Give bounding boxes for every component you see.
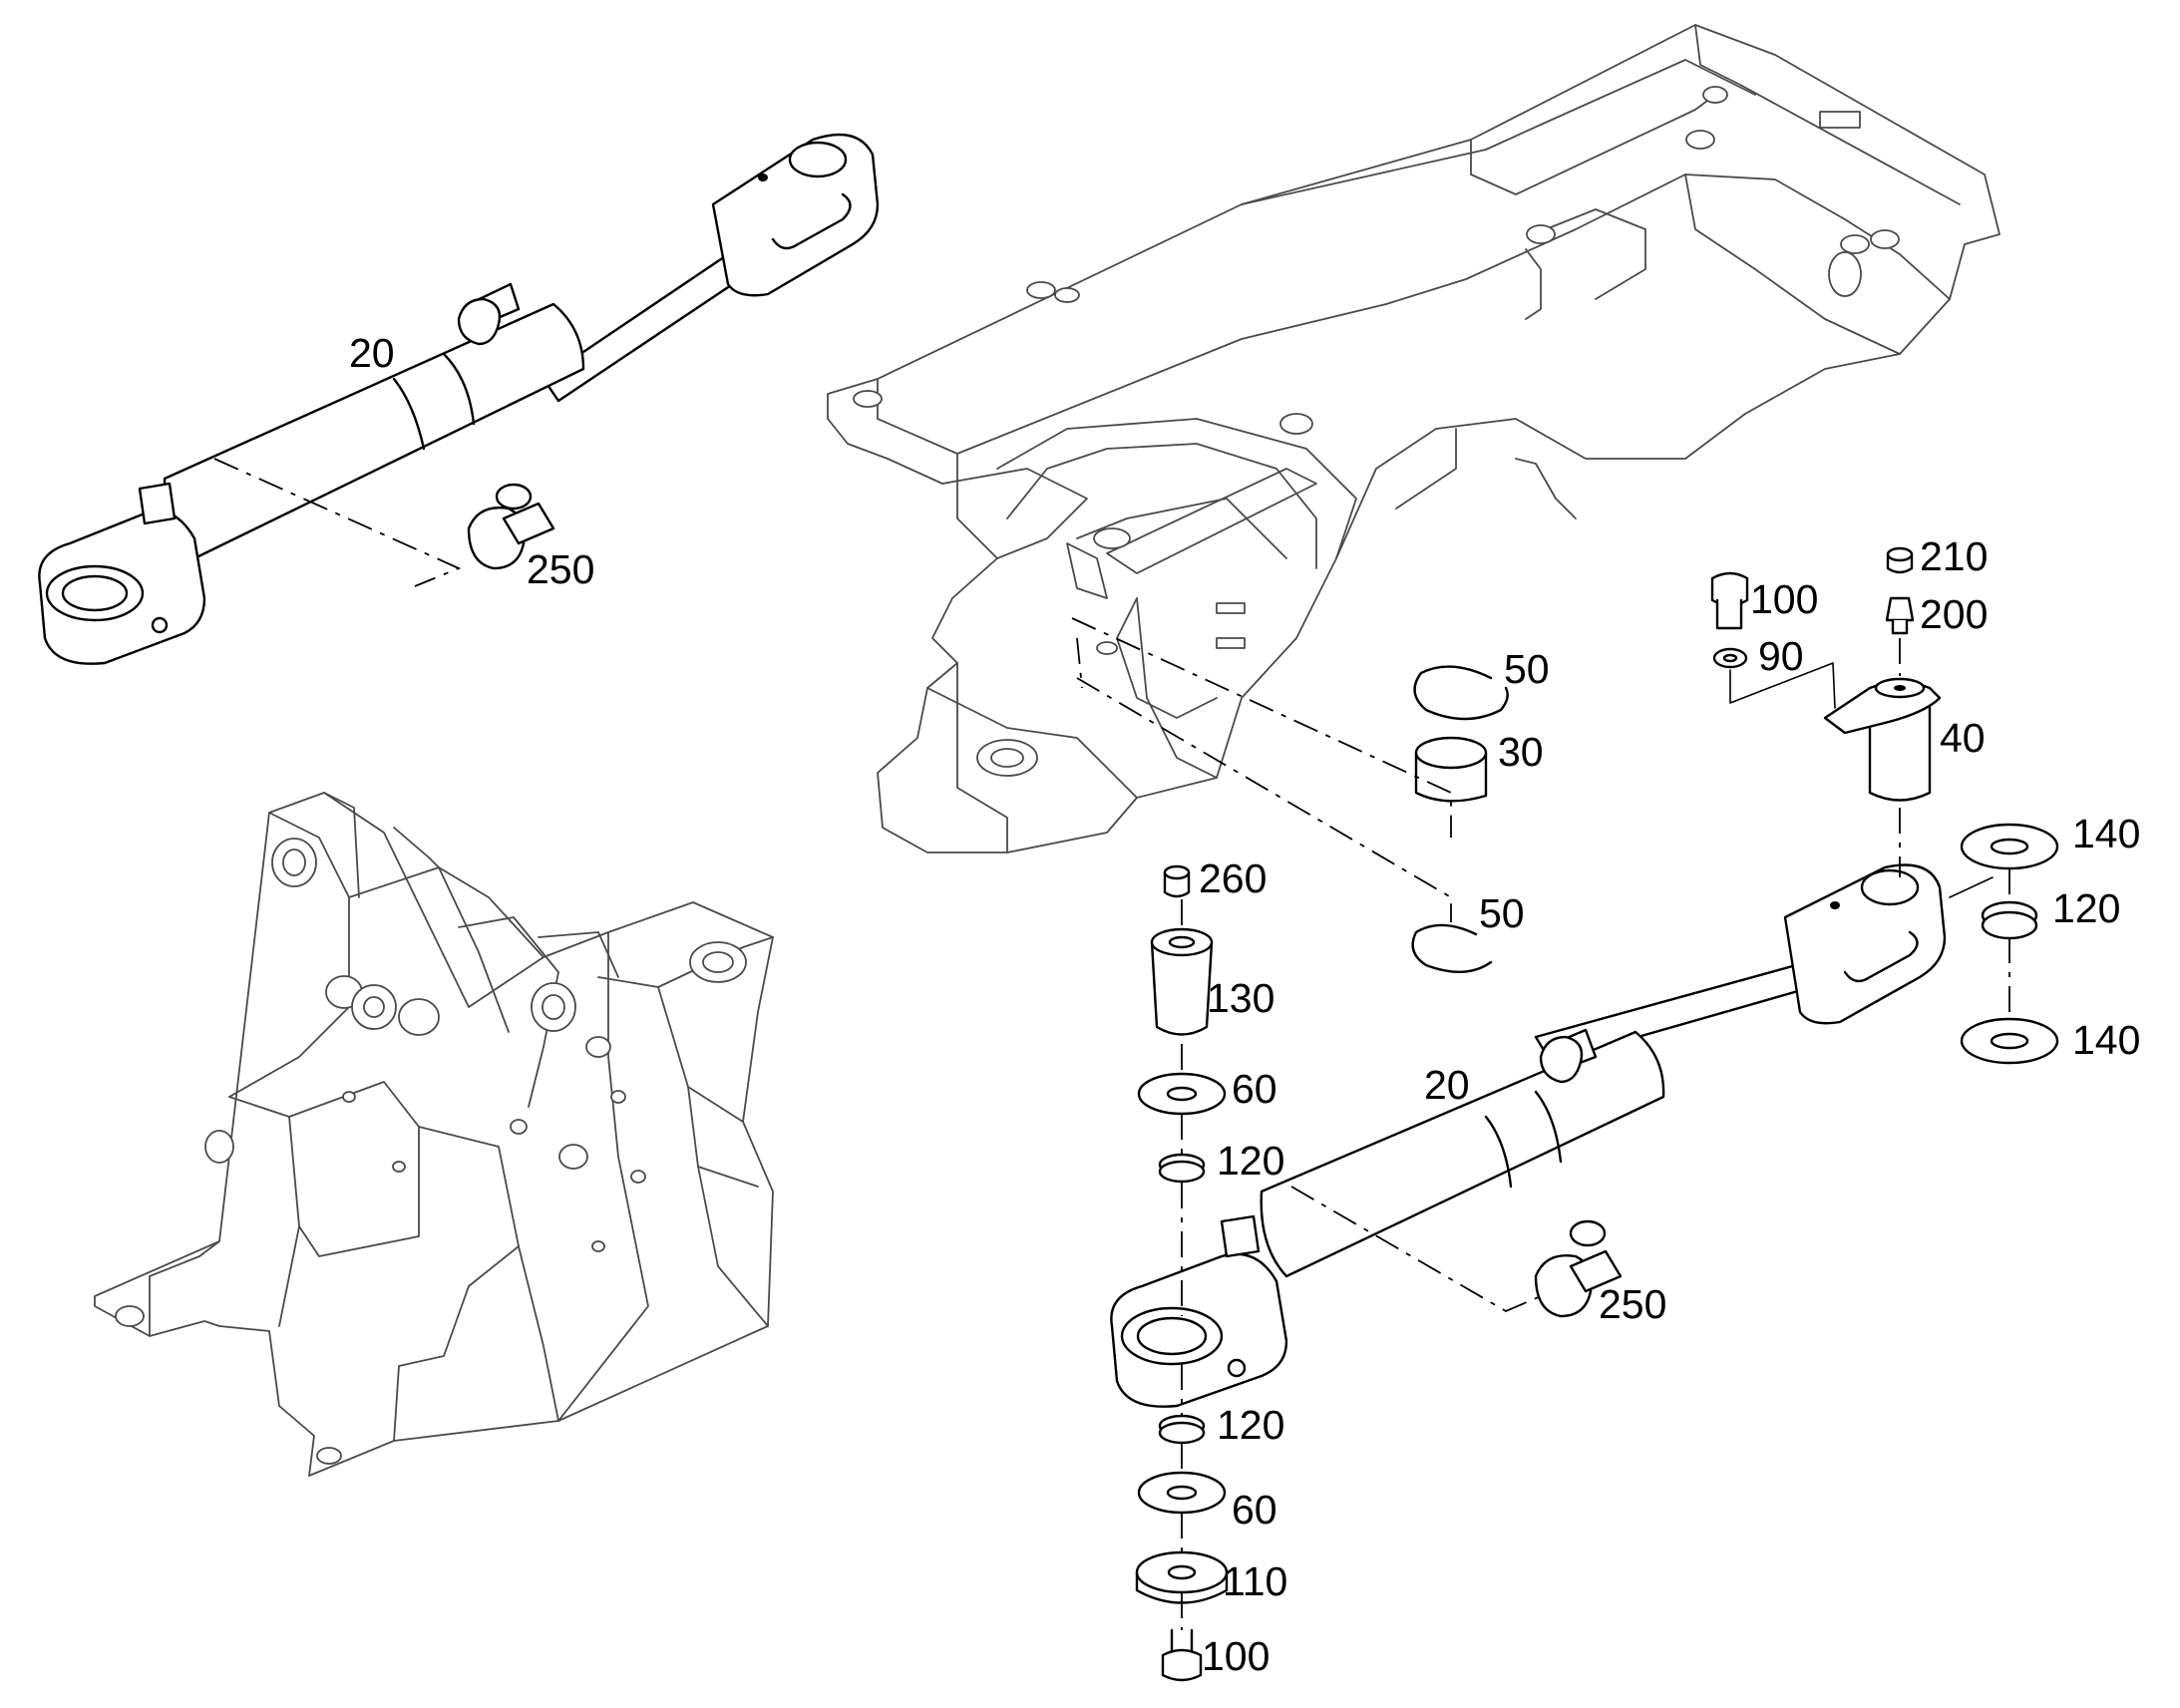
callout-40: 40: [1940, 715, 1986, 761]
callout-20-bottom: 20: [1424, 1062, 1470, 1108]
callout-250-bottom: 250: [1599, 1281, 1666, 1327]
callout-140-bottom: 140: [2072, 1017, 2140, 1063]
leader-lines: [213, 458, 2010, 1630]
callout-140-top: 140: [2072, 811, 2140, 856]
callout-60-bottom: 60: [1232, 1487, 1277, 1533]
callout-120-lower: 120: [1217, 1402, 1284, 1448]
small-parts: [467, 483, 2059, 1682]
rear-frame-drawing: [827, 24, 2000, 854]
callout-110: 110: [1223, 1558, 1287, 1604]
callout-labels: 20 250 50 30 50 100 90 210 200 40 140 12…: [349, 330, 2140, 1679]
callout-100-bottom: 100: [1202, 1633, 1270, 1679]
callout-200: 200: [1920, 591, 1988, 637]
callout-90: 90: [1758, 633, 1804, 679]
callout-260: 260: [1199, 855, 1267, 901]
callout-210: 210: [1920, 533, 1988, 579]
callout-130: 130: [1207, 975, 1274, 1021]
callout-50-top: 50: [1504, 646, 1550, 692]
callout-60-top: 60: [1232, 1066, 1277, 1112]
callout-50-bottom: 50: [1479, 890, 1525, 936]
callout-120-upper: 120: [1217, 1138, 1284, 1184]
steering-cylinder-bottom: [1110, 863, 1947, 1408]
callout-100-top: 100: [1750, 576, 1818, 622]
steering-cylinder-top: [38, 133, 880, 665]
callout-250-top: 250: [527, 546, 594, 592]
callout-120-right: 120: [2052, 885, 2120, 931]
callout-20-top: 20: [349, 330, 395, 376]
callout-30: 30: [1498, 729, 1544, 775]
front-frame-drawing: [94, 792, 774, 1477]
